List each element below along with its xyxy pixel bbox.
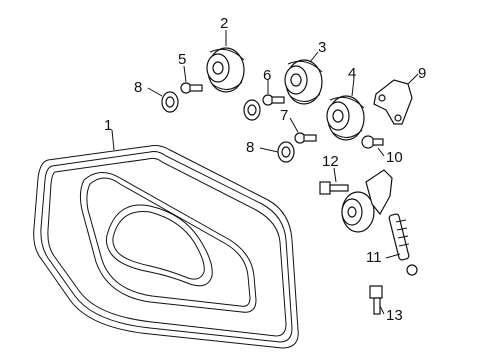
callout-6: 6 bbox=[263, 67, 271, 84]
callout-10: 10 bbox=[386, 149, 403, 166]
idler-pulley-3[interactable] bbox=[284, 59, 323, 105]
bracket-9[interactable] bbox=[373, 79, 413, 125]
callout-7: 7 bbox=[280, 107, 288, 124]
pulley-bolt-5[interactable] bbox=[180, 82, 203, 94]
serpentine-belt[interactable] bbox=[33, 145, 299, 349]
leader-lines bbox=[111, 30, 419, 315]
callout-12: 12 bbox=[322, 153, 339, 170]
belt-tensioner-11[interactable] bbox=[341, 169, 418, 276]
callout-5: 5 bbox=[178, 51, 186, 68]
callout-3: 3 bbox=[318, 39, 326, 56]
pulley-bolt-6[interactable] bbox=[262, 94, 285, 106]
pulley-bolt-7[interactable] bbox=[294, 132, 317, 144]
bolt-13[interactable] bbox=[369, 285, 383, 315]
callout-8a: 8 bbox=[134, 79, 142, 96]
idler-pulley-2[interactable] bbox=[206, 47, 245, 93]
bolt-10[interactable] bbox=[361, 135, 384, 149]
callout-13: 13 bbox=[386, 307, 403, 324]
callout-9: 9 bbox=[418, 65, 426, 82]
tensioner-pulley-4[interactable] bbox=[326, 95, 365, 141]
callout-1: 1 bbox=[104, 117, 112, 134]
bolt-12[interactable] bbox=[319, 181, 349, 195]
callout-8b: 8 bbox=[246, 139, 254, 156]
dust-cap-8b[interactable] bbox=[277, 141, 295, 163]
dust-cap-8a[interactable] bbox=[161, 91, 179, 113]
callout-labels: 1 2 3 4 5 6 7 8 8 9 10 11 12 13 bbox=[104, 15, 426, 324]
callout-11: 11 bbox=[366, 249, 382, 266]
callout-2: 2 bbox=[220, 15, 228, 32]
callout-4: 4 bbox=[348, 65, 356, 82]
dust-cap-8b-upper[interactable] bbox=[243, 99, 261, 121]
